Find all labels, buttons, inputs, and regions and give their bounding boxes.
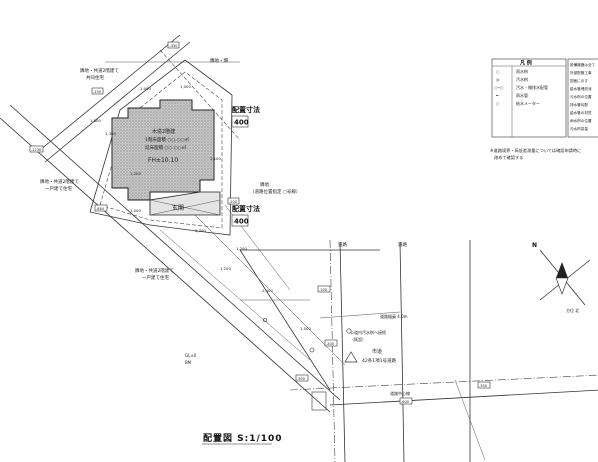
- side-note: 汚水桝の位置: [570, 94, 592, 99]
- legend-label: 汚水・雑排水配管: [516, 84, 548, 90]
- gl-note-2: BM: [185, 360, 192, 365]
- dim-label: 1,000: [180, 84, 191, 89]
- site-note-nw1: 隣地・共道2階建て: [80, 67, 119, 74]
- north-caption: 方位 北: [566, 307, 579, 313]
- side-note: 汚水桝容量: [570, 126, 588, 131]
- dim-label: 2,100: [210, 156, 221, 161]
- site-note-sw1: 隣地・共道2階建て: [135, 267, 174, 274]
- fh-label: FH±10.10: [148, 157, 178, 164]
- level-tags: -450 -1230 -880 -100 -200 -300 -600 -350…: [29, 41, 491, 405]
- legend-label: 給水メーター: [516, 100, 540, 106]
- legend-symbol: ◎: [496, 77, 500, 82]
- building-sub1: 1階床面積 ○○.○○㎡: [145, 136, 189, 143]
- legend-symbol: ○: [496, 69, 500, 74]
- legend: 凡 例 ○ 雨水桝 ◎ 汚水桝 ○─○ 汚水・雑排水配管 ━ 雨水管 ○ 給水メ…: [491, 58, 567, 138]
- road-label-2: 道路: [398, 241, 407, 248]
- legend-footnote-2: 改めて確認する: [494, 154, 523, 161]
- level-tag: -1230: [31, 148, 41, 152]
- side-note: 排水管勾配: [570, 102, 588, 107]
- side-note: 給水管埋設深: [570, 86, 592, 91]
- level-tag: -600: [401, 400, 409, 404]
- north-label: N: [532, 242, 537, 249]
- dim-label: 1,200: [130, 171, 141, 176]
- dim-label: 1,000: [300, 326, 311, 331]
- legend-label: 雨水桝: [516, 68, 528, 74]
- side-note: 設備機器は全て: [570, 62, 596, 67]
- drawing-title: 配置図 S:1/100: [203, 433, 283, 444]
- level-tag: -350: [479, 384, 487, 388]
- building-footprint: [111, 99, 221, 216]
- setback-bottom: 配置寸法 400: [231, 204, 260, 227]
- setback-top-value: 400: [234, 119, 249, 127]
- level-tag: -200: [229, 200, 237, 204]
- drawing-title-block: 配置図 S:1/100: [202, 433, 283, 445]
- level-tag: -880: [96, 207, 104, 211]
- site-features: [240, 299, 401, 411]
- road-center: 道路中心線: [390, 390, 410, 396]
- legend-footnote-1: ※道路境界・高低差測量については確認申請時に: [490, 147, 581, 154]
- setback-top-label: 配置寸法: [232, 105, 260, 114]
- building-sub2: 延床面積 ○○.○○㎡: [145, 144, 187, 151]
- porch-label: 玄関: [172, 204, 184, 212]
- side-note: 雨水桝の位置: [570, 118, 592, 123]
- side-note: 図面に示す: [570, 78, 588, 83]
- level-tag: -100: [319, 288, 327, 292]
- legend-symbol: ━: [495, 93, 499, 98]
- dim-label: 2,700: [195, 228, 206, 233]
- road-label-1: 道路: [338, 241, 347, 248]
- north-arrow: N 方位 北: [532, 242, 591, 313]
- legend-symbol: ○─○: [494, 85, 504, 90]
- building-label: 木造2階建: [152, 128, 175, 135]
- site-note-w2: 一戸建て住宅: [45, 185, 72, 192]
- setback-bottom-value: 400: [234, 218, 249, 226]
- level-tag: -150: [93, 90, 101, 94]
- north-arrow-icon: [556, 262, 568, 278]
- side-note: 給水管の材質: [570, 110, 592, 115]
- level-tag: -450: [170, 44, 178, 48]
- dim-label: 1,200: [236, 246, 247, 251]
- site-note-sw2: 一戸建て住宅: [142, 274, 169, 281]
- gl-note-1: GL±0: [185, 353, 197, 358]
- level-tag: -200: [326, 342, 334, 346]
- access-note-2: （既設）: [350, 336, 366, 342]
- legend-label: 雨水管: [516, 92, 528, 98]
- road-name-2: 42条1項1号道路: [362, 357, 396, 364]
- dim-label: 1,500: [90, 118, 101, 123]
- site-note-nw2: 共同住宅: [86, 74, 104, 81]
- access-note-1: 公道内汚水桝へ接続: [350, 329, 386, 335]
- site-note-e1: 隣地: [260, 181, 269, 188]
- dim-label: 2,400: [262, 288, 273, 293]
- dim-label: 1,000: [140, 86, 151, 91]
- site-note-e2: （道路位置指定 ○号線）: [250, 188, 300, 195]
- site-note-w1: 隣地・共道2階建て: [40, 178, 79, 185]
- road-name-1: 市道: [372, 348, 382, 355]
- level-tag: -300: [297, 377, 305, 381]
- dim-label: 1,000: [130, 208, 141, 213]
- dim-label: 1,200: [220, 266, 231, 271]
- dim-label: 1,300: [105, 131, 116, 136]
- setback-top: 配置寸法 400: [231, 105, 260, 128]
- site-note-ne: 隣地・畑: [210, 57, 228, 64]
- legend-symbol: ○: [496, 101, 500, 106]
- setback-bottom-label: 配置寸法: [232, 204, 260, 213]
- legend-title: 凡 例: [520, 60, 532, 67]
- site-boundary: [89, 59, 233, 236]
- legend-label: 汚水桝: [516, 76, 528, 82]
- legend-side-notes: 設備機器は全て 外部配管工事 図面に示す 給水管埋設深 汚水桝の位置 排水管勾配…: [567, 58, 598, 138]
- road-width-note: 道路幅員 4.0m: [380, 313, 408, 319]
- dimension-labels: 1,000 1,300 1,200 2,100 1,000 1,200 2,40…: [90, 84, 311, 331]
- side-note: 外部配管工事: [570, 70, 592, 75]
